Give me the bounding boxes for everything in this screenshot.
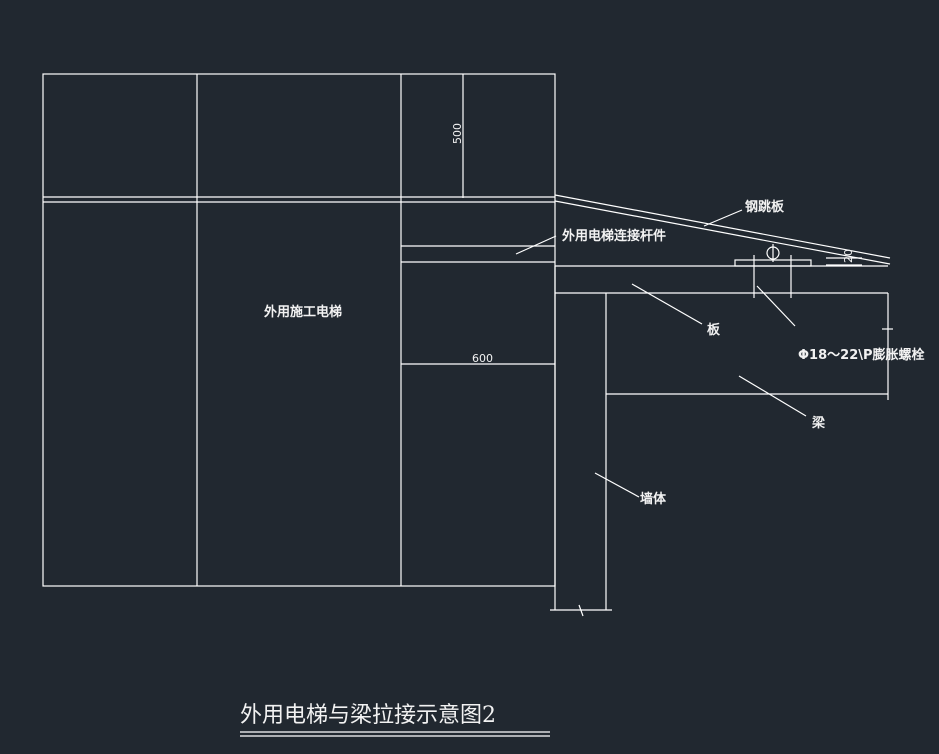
scaffold-board-top — [554, 194, 891, 259]
label-elevator: 外用施工电梯 — [263, 304, 342, 320]
label-beam: 梁 — [811, 415, 826, 431]
label-connector: 外用电梯连接杆件 — [561, 228, 666, 244]
dimension-500: 500 — [451, 123, 464, 144]
scaffold-board-bottom — [554, 200, 891, 265]
label-wall: 墙体 — [640, 491, 667, 507]
leader-wall — [594, 472, 640, 498]
drawing-title: 外用电梯与梁拉接示意图2 — [240, 703, 496, 728]
leader-slab — [631, 283, 703, 325]
dimension-600: 600 — [472, 352, 493, 365]
label-scaffold-board: 钢跳板 — [745, 199, 785, 215]
leader-connector — [515, 235, 557, 255]
label-slab: 板 — [707, 322, 721, 338]
elevator-frame — [42, 73, 556, 587]
leader-bolt — [756, 285, 796, 327]
label-bolt: Φ18～22\P膨胀螺栓 — [798, 347, 925, 363]
dimension-20: 20 — [842, 249, 855, 263]
wall-break-tick — [578, 604, 584, 617]
leader-beam — [738, 375, 807, 417]
leader-scaffold — [703, 209, 743, 227]
